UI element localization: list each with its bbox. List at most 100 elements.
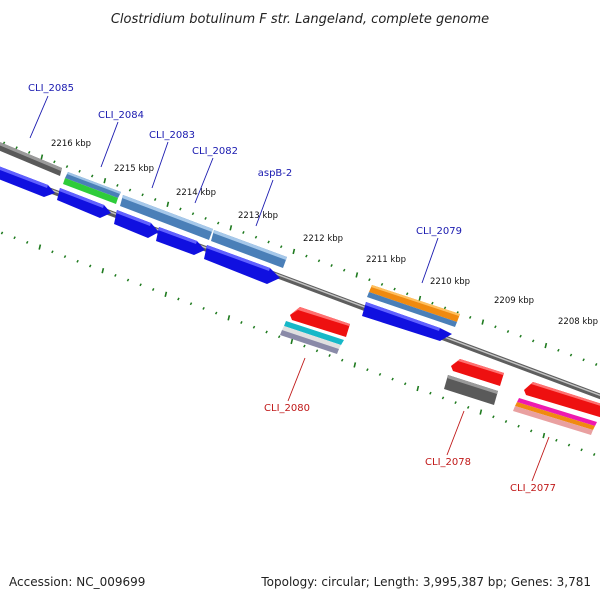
gene-label[interactable]: CLI_2077: [510, 483, 556, 494]
tick-mark: [481, 319, 485, 325]
tick-mark: [204, 216, 207, 220]
tick-mark: [242, 231, 245, 234]
tick-mark: [468, 315, 472, 319]
tick-mark: [51, 250, 54, 254]
tick-mark: [391, 377, 394, 381]
gene-label[interactable]: aspB-2: [258, 168, 293, 179]
genome-summary-text: Topology: circular; Length: 3,995,387 bp…: [260, 575, 591, 589]
tick-mark: [65, 165, 69, 169]
tick-mark: [252, 325, 256, 329]
feature-cli2080[interactable]: [280, 307, 350, 354]
tick-mark: [78, 169, 81, 173]
tick-mark: [342, 268, 346, 272]
tick-mark: [557, 348, 560, 352]
gene-label[interactable]: CLI_2080: [264, 403, 310, 414]
kbp-label: 2209 kbp: [494, 296, 534, 306]
tick-mark: [292, 248, 296, 255]
tick-mark: [179, 207, 182, 211]
tick-mark: [580, 448, 583, 452]
tick-mark: [305, 254, 308, 258]
tick-mark: [431, 301, 434, 305]
tick-mark: [315, 349, 319, 353]
tick-mark: [506, 330, 510, 333]
kbp-label: 2213 kbp: [238, 211, 278, 221]
tick-mark: [569, 353, 573, 357]
tick-mark: [53, 160, 56, 164]
tick-mark: [544, 342, 548, 349]
tick-mark: [0, 231, 4, 235]
tick-mark: [27, 150, 31, 154]
tick-mark: [504, 420, 508, 423]
tick-mark: [403, 382, 407, 386]
feature-cli2077[interactable]: [513, 382, 600, 435]
tick-mark: [15, 146, 18, 150]
kbp-label: 2208 kbp: [558, 317, 598, 327]
tick-mark: [166, 201, 170, 207]
tick-mark: [594, 363, 598, 366]
tick-mark: [443, 306, 447, 310]
kbp-label: 2211 kbp: [366, 255, 406, 265]
tick-mark: [368, 278, 371, 282]
tick-mark: [189, 302, 193, 306]
tick-mark: [139, 283, 142, 287]
tick-mark: [279, 245, 283, 249]
tick-mark: [240, 321, 243, 324]
gene-label[interactable]: CLI_2082: [192, 146, 238, 157]
feature-cli2085[interactable]: [0, 140, 62, 197]
feature-cli2084[interactable]: [57, 172, 121, 218]
gene-label[interactable]: CLI_2085: [28, 83, 74, 94]
tick-mark: [229, 225, 233, 231]
tick-mark: [191, 212, 195, 216]
tick-mark: [40, 154, 44, 160]
tick-mark: [290, 338, 294, 345]
tick-mark: [592, 453, 596, 456]
tick-mark: [227, 315, 231, 321]
tick-mark: [479, 409, 483, 415]
tick-mark: [216, 221, 220, 225]
gene-label[interactable]: CLI_2083: [149, 130, 195, 141]
tick-mark: [101, 268, 105, 274]
tick-mark: [90, 174, 94, 178]
tick-mark: [393, 287, 396, 291]
tick-mark: [340, 358, 344, 362]
feature-cli2078[interactable]: [444, 359, 504, 405]
kbp-label: 2214 kbp: [176, 188, 216, 198]
tick-mark: [38, 244, 42, 250]
feature-cli2079[interactable]: [362, 285, 460, 341]
tick-mark: [267, 240, 270, 244]
tick-mark: [25, 240, 29, 244]
tick-mark: [519, 334, 522, 338]
tick-mark: [128, 188, 132, 192]
tick-mark: [126, 278, 130, 282]
gene-label[interactable]: CLI_2078: [425, 457, 471, 468]
tick-mark: [418, 295, 422, 302]
label-leader-lines: [29, 95, 550, 482]
tick-mark: [494, 325, 497, 329]
gene-label[interactable]: CLI_2084: [98, 110, 144, 121]
tick-mark: [214, 311, 218, 315]
tick-mark: [353, 362, 357, 368]
feature-aspb2[interactable]: [204, 230, 287, 284]
tick-mark: [88, 264, 92, 268]
tick-mark: [454, 401, 457, 405]
kbp-label: 2212 kbp: [303, 234, 343, 244]
tick-mark: [265, 330, 268, 334]
tick-mark: [177, 297, 180, 301]
tick-mark: [116, 183, 119, 187]
tick-mark: [303, 344, 306, 348]
tick-mark: [405, 292, 409, 296]
tick-mark: [254, 235, 258, 239]
kbp-label: 2210 kbp: [430, 277, 470, 287]
tick-mark: [330, 264, 333, 267]
tick-mark: [492, 415, 495, 419]
tick-mark: [277, 335, 281, 339]
tick-mark: [542, 432, 546, 439]
tick-mark: [13, 236, 16, 240]
feature-cli2083[interactable]: [114, 195, 213, 240]
gene-label[interactable]: CLI_2079: [416, 226, 462, 237]
tick-mark: [441, 396, 445, 400]
tick-mark: [164, 291, 168, 297]
feature-cli2082[interactable]: [156, 227, 205, 255]
tick-mark: [76, 259, 79, 263]
